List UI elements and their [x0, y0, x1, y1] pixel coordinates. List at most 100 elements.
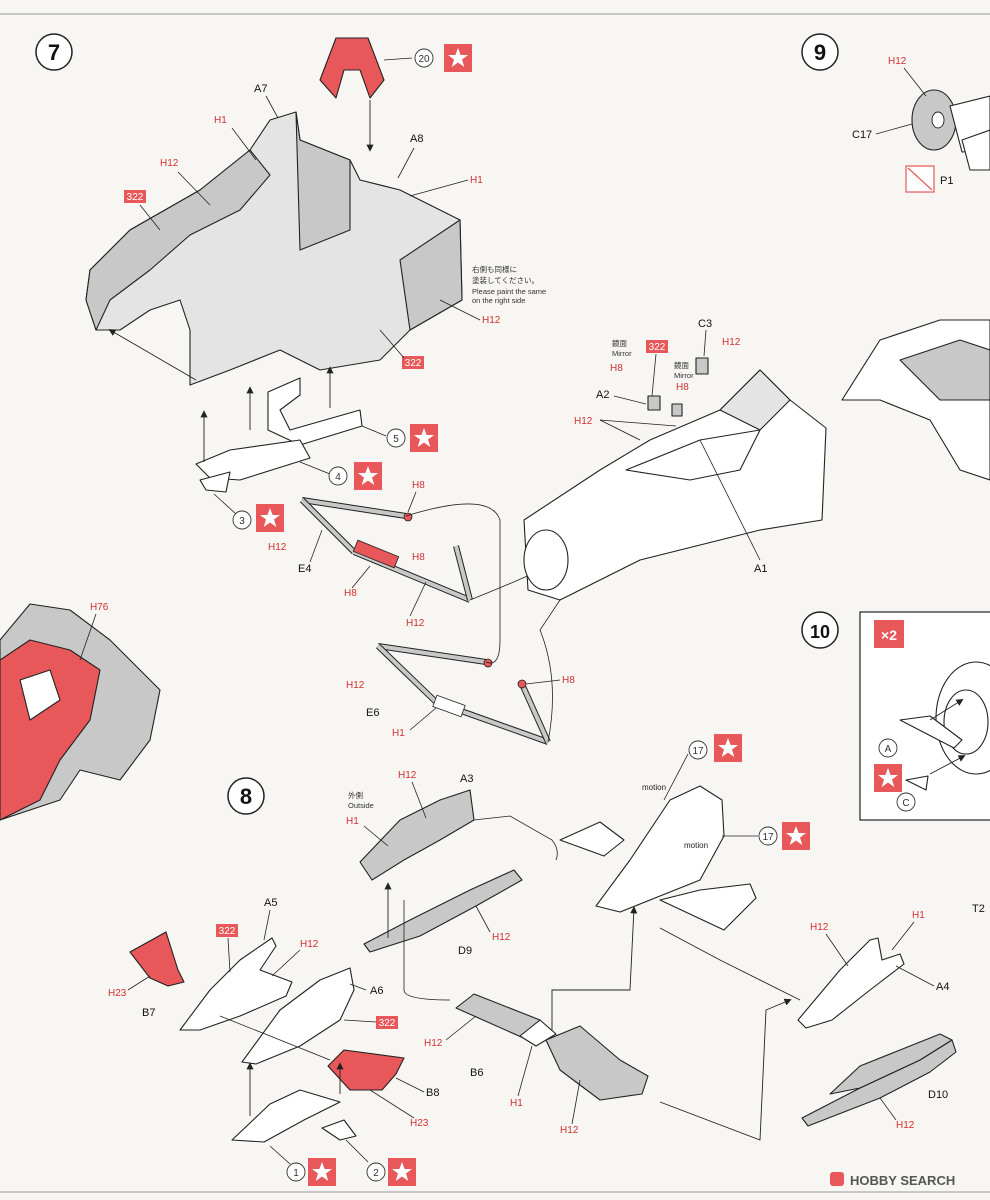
paint-code-h12: H12: [424, 1038, 443, 1049]
paint-code-h12: H12: [492, 932, 511, 943]
paint-322-box: [402, 356, 424, 369]
note-mirror-en: Mirror: [674, 371, 694, 380]
floor-part-d9: [363, 869, 523, 953]
paint-322-box: [124, 190, 146, 203]
panel-part-3: [199, 471, 231, 493]
part-label-c17: C17: [852, 129, 872, 141]
headrest-part-20: [319, 37, 385, 99]
paint-code-h1: H1: [912, 910, 925, 921]
paint-322-box: [376, 1016, 398, 1029]
part-label-b6: B6: [470, 1067, 483, 1079]
bracket-part-a4: [797, 937, 905, 1029]
paint-code-h76: H76: [90, 602, 109, 613]
part-label-d10: D10: [928, 1089, 948, 1101]
step-9-number: 9: [814, 40, 826, 65]
decal-a-marker: [878, 738, 898, 758]
decal-star-icon: [410, 424, 438, 452]
mirror-part-c3: [695, 357, 709, 375]
paint-code-h8: H8: [412, 552, 425, 563]
paint-code-h12: H12: [268, 542, 287, 553]
watermark: HOBBY SEARCH: [830, 1172, 955, 1188]
watermark-logo-icon: [830, 1172, 844, 1186]
decal-2-marker: [366, 1162, 386, 1182]
decal-star-icon: [444, 44, 472, 72]
sidepod-part-a6: [241, 967, 355, 1065]
paint-code-322: 322: [219, 926, 236, 937]
decal-17-marker: [758, 826, 778, 846]
part-label-t2: T2: [972, 903, 985, 915]
step-8-badge: [227, 777, 265, 815]
decal-a-letter: A: [885, 744, 892, 755]
decal-star-icon: [388, 1158, 416, 1186]
paint-code-h8: H8: [676, 382, 689, 393]
paint-code-h12: H12: [346, 680, 365, 691]
panel-part-1: [231, 1089, 341, 1143]
mirror-part-b: [671, 403, 683, 417]
part-label-a3: A3: [460, 773, 473, 785]
decal-1-number: 1: [293, 1168, 299, 1179]
paint-code-h12: H12: [398, 770, 417, 781]
paint-code-322: 322: [649, 342, 666, 353]
step-10: 10 ×2 A C T2: [801, 611, 990, 915]
note-outside-jp: 外側: [348, 790, 363, 800]
mirror-part-a2: [647, 395, 661, 411]
decal-star-icon: [874, 764, 902, 792]
suspension-arm-e6: [375, 643, 551, 745]
paint-code-h12: H12: [300, 939, 319, 950]
sidepod-assembly-cropped: H76: [0, 602, 161, 821]
decal-star-icon: [714, 734, 742, 762]
panel-part-2: [321, 1119, 357, 1141]
decal-4-marker: [328, 466, 348, 486]
paint-code-h12: H12: [888, 56, 907, 67]
paint-code-h12: H12: [482, 315, 501, 326]
decal-3-marker: [232, 510, 252, 530]
decal-20-number: 20: [418, 54, 430, 65]
paint-code-h1: H1: [214, 115, 227, 126]
paint-code-h1: H1: [510, 1098, 523, 1109]
paint-code-h8: H8: [412, 480, 425, 491]
step-8-number: 8: [240, 784, 252, 809]
paint-code-h1: H1: [392, 728, 405, 739]
engine-cover-part-17: [595, 785, 725, 913]
floor-part-d10: [801, 1039, 957, 1127]
part-label-a2: A2: [596, 389, 609, 401]
decal-c-marker: [896, 792, 916, 812]
step-7-number: 7: [48, 40, 60, 65]
watermark-text: HOBBY SEARCH: [850, 1173, 955, 1188]
paint-code-h12: H12: [896, 1120, 915, 1131]
paint-code-h8: H8: [562, 675, 575, 686]
note-mirror-jp: 鏡面: [674, 360, 689, 370]
paint-code-h1: H1: [470, 175, 483, 186]
part-label-b7: B7: [142, 1007, 155, 1019]
quantity-badge: [874, 620, 904, 648]
part-label-a8: A8: [410, 133, 423, 145]
part-label-p1: P1: [940, 175, 953, 187]
panel-part-4: [195, 439, 311, 481]
part-label-a1: A1: [754, 563, 767, 575]
paint-code-h8: H8: [610, 363, 623, 374]
paint-322-box: [216, 924, 238, 937]
tire-decal-c: [905, 775, 929, 791]
step-10-badge: [801, 611, 839, 649]
part-label-a4: A4: [936, 981, 949, 993]
note-right-side-jp-1: 右側も同様に: [472, 264, 517, 274]
decal-17-number: 17: [762, 832, 774, 843]
paint-code-322: 322: [405, 358, 422, 369]
decal-20-marker: [414, 48, 434, 68]
motion-logo: motion: [684, 841, 708, 850]
paint-code-h12: H12: [406, 618, 425, 629]
decal-2-number: 2: [373, 1168, 379, 1179]
paint-code-h12: H12: [574, 416, 593, 427]
decal-c-letter: C: [902, 798, 909, 809]
note-right-side-en-1: Please paint the same: [472, 287, 546, 296]
deflector-part-b7: [129, 931, 185, 987]
plate-part-h1: [519, 1019, 557, 1047]
axle-part-p1: [961, 129, 990, 171]
decal-star-icon: [308, 1158, 336, 1186]
part-label-b8: B8: [426, 1087, 439, 1099]
paint-322-box: [646, 340, 668, 353]
quantity-label: ×2: [881, 627, 897, 643]
paint-code-h12: H12: [560, 1125, 579, 1136]
step-7-badge: [35, 33, 73, 71]
